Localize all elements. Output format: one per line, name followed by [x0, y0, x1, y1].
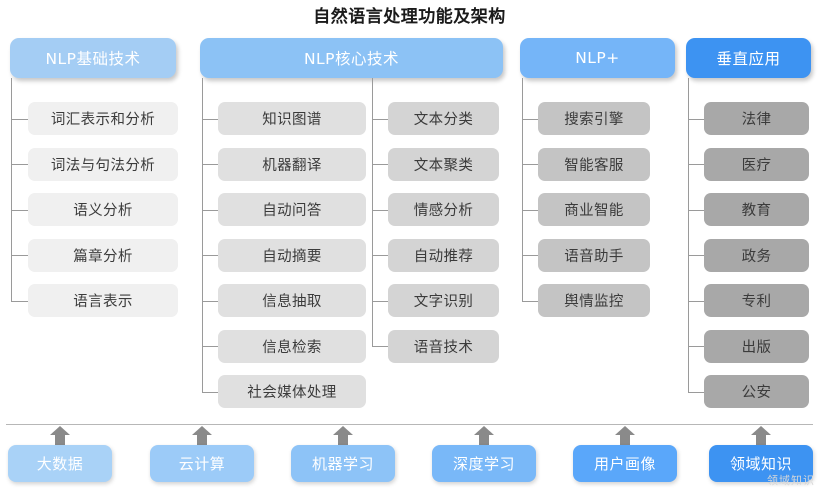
node-nlp-basic-4[interactable]: 语言表示 — [28, 284, 178, 317]
foundation-4[interactable]: 用户画像 — [573, 445, 677, 482]
node-nlp-basic-1[interactable]: 词法与句法分析 — [28, 147, 178, 181]
branch-stub — [202, 346, 218, 347]
watermark-text: 领域知识 — [767, 474, 815, 487]
foundation-5[interactable]: 领域知识 — [709, 445, 813, 482]
branch-drop-nlp-plus — [522, 78, 523, 301]
foundation-2[interactable]: 机器学习 — [291, 445, 395, 482]
branch-stub — [688, 301, 704, 302]
branch-stub — [11, 164, 28, 165]
foundation-1[interactable]: 云计算 — [150, 445, 254, 482]
node-nlp-core-right-4[interactable]: 文字识别 — [388, 284, 499, 317]
node-nlp-basic-2[interactable]: 语义分析 — [28, 193, 178, 226]
up-arrow-icon — [191, 426, 213, 448]
branch-stub — [11, 210, 28, 211]
branch-stub — [688, 392, 704, 393]
branch-stub — [372, 164, 388, 165]
column-header-nlp-core[interactable]: NLP核心技术 — [200, 38, 503, 78]
branch-stub — [522, 301, 538, 302]
node-nlp-basic-0[interactable]: 词汇表示和分析 — [28, 102, 178, 135]
branch-drop-nlp-core-right — [372, 78, 373, 346]
branch-stub — [372, 255, 388, 256]
branch-stub — [522, 119, 538, 120]
branch-stub — [688, 164, 704, 165]
branch-drop-nlp-basic — [11, 78, 12, 301]
node-nlp-plus-2[interactable]: 商业智能 — [538, 193, 650, 226]
branch-stub — [202, 392, 218, 393]
node-nlp-plus-3[interactable]: 语音助手 — [538, 238, 650, 272]
foundation-3[interactable]: 深度学习 — [432, 445, 536, 482]
branch-stub — [372, 301, 388, 302]
node-nlp-core-right-0[interactable]: 文本分类 — [388, 102, 499, 135]
node-nlp-plus-1[interactable]: 智能客服 — [538, 147, 650, 181]
page-title: 自然语言处理功能及架构 — [313, 7, 506, 27]
node-vertical-apps-3[interactable]: 政务 — [704, 238, 809, 272]
branch-stub — [372, 346, 388, 347]
foundation-0[interactable]: 大数据 — [8, 445, 112, 482]
branch-stub — [11, 255, 28, 256]
branch-stub — [202, 210, 218, 211]
branch-stub — [688, 119, 704, 120]
up-arrow-icon — [614, 426, 636, 448]
node-nlp-core-left-4[interactable]: 信息抽取 — [218, 284, 366, 317]
up-arrow-icon — [49, 426, 71, 448]
branch-drop-nlp-core-left — [202, 78, 203, 392]
node-nlp-core-left-2[interactable]: 自动问答 — [218, 193, 366, 226]
node-vertical-apps-0[interactable]: 法律 — [704, 102, 809, 135]
node-nlp-core-right-1[interactable]: 文本聚类 — [388, 147, 499, 181]
node-nlp-core-left-5[interactable]: 信息检索 — [218, 329, 366, 363]
node-nlp-core-right-5[interactable]: 语音技术 — [388, 329, 499, 363]
branch-stub — [688, 210, 704, 211]
branch-stub — [522, 255, 538, 256]
branch-stub — [372, 119, 388, 120]
node-vertical-apps-6[interactable]: 公安 — [704, 375, 809, 408]
column-header-vertical-apps[interactable]: 垂直应用 — [686, 38, 811, 78]
branch-drop-vertical-apps — [688, 78, 689, 392]
up-arrow-icon — [332, 426, 354, 448]
branch-stub — [688, 255, 704, 256]
node-nlp-core-left-6[interactable]: 社会媒体处理 — [218, 375, 366, 408]
column-header-nlp-plus[interactable]: NLP+ — [520, 38, 675, 78]
node-nlp-core-right-3[interactable]: 自动推荐 — [388, 238, 499, 272]
foundation-separator — [6, 424, 813, 425]
branch-stub — [522, 210, 538, 211]
branch-stub — [11, 301, 28, 302]
up-arrow-icon — [750, 426, 772, 448]
node-vertical-apps-5[interactable]: 出版 — [704, 329, 809, 363]
branch-stub — [522, 164, 538, 165]
node-vertical-apps-4[interactable]: 专利 — [704, 284, 809, 317]
node-nlp-core-left-1[interactable]: 机器翻译 — [218, 147, 366, 181]
node-vertical-apps-2[interactable]: 教育 — [704, 193, 809, 226]
node-nlp-core-left-0[interactable]: 知识图谱 — [218, 102, 366, 135]
node-nlp-core-right-2[interactable]: 情感分析 — [388, 193, 499, 226]
node-nlp-core-left-3[interactable]: 自动摘要 — [218, 238, 366, 272]
node-nlp-plus-0[interactable]: 搜索引擎 — [538, 102, 650, 135]
up-arrow-icon — [473, 426, 495, 448]
branch-stub — [202, 119, 218, 120]
node-nlp-plus-4[interactable]: 舆情监控 — [538, 284, 650, 317]
column-header-nlp-basic[interactable]: NLP基础技术 — [10, 38, 176, 78]
node-vertical-apps-1[interactable]: 医疗 — [704, 147, 809, 181]
branch-stub — [11, 119, 28, 120]
branch-stub — [202, 301, 218, 302]
branch-stub — [202, 255, 218, 256]
node-nlp-basic-3[interactable]: 篇章分析 — [28, 238, 178, 272]
branch-stub — [202, 164, 218, 165]
branch-stub — [688, 346, 704, 347]
branch-stub — [372, 210, 388, 211]
